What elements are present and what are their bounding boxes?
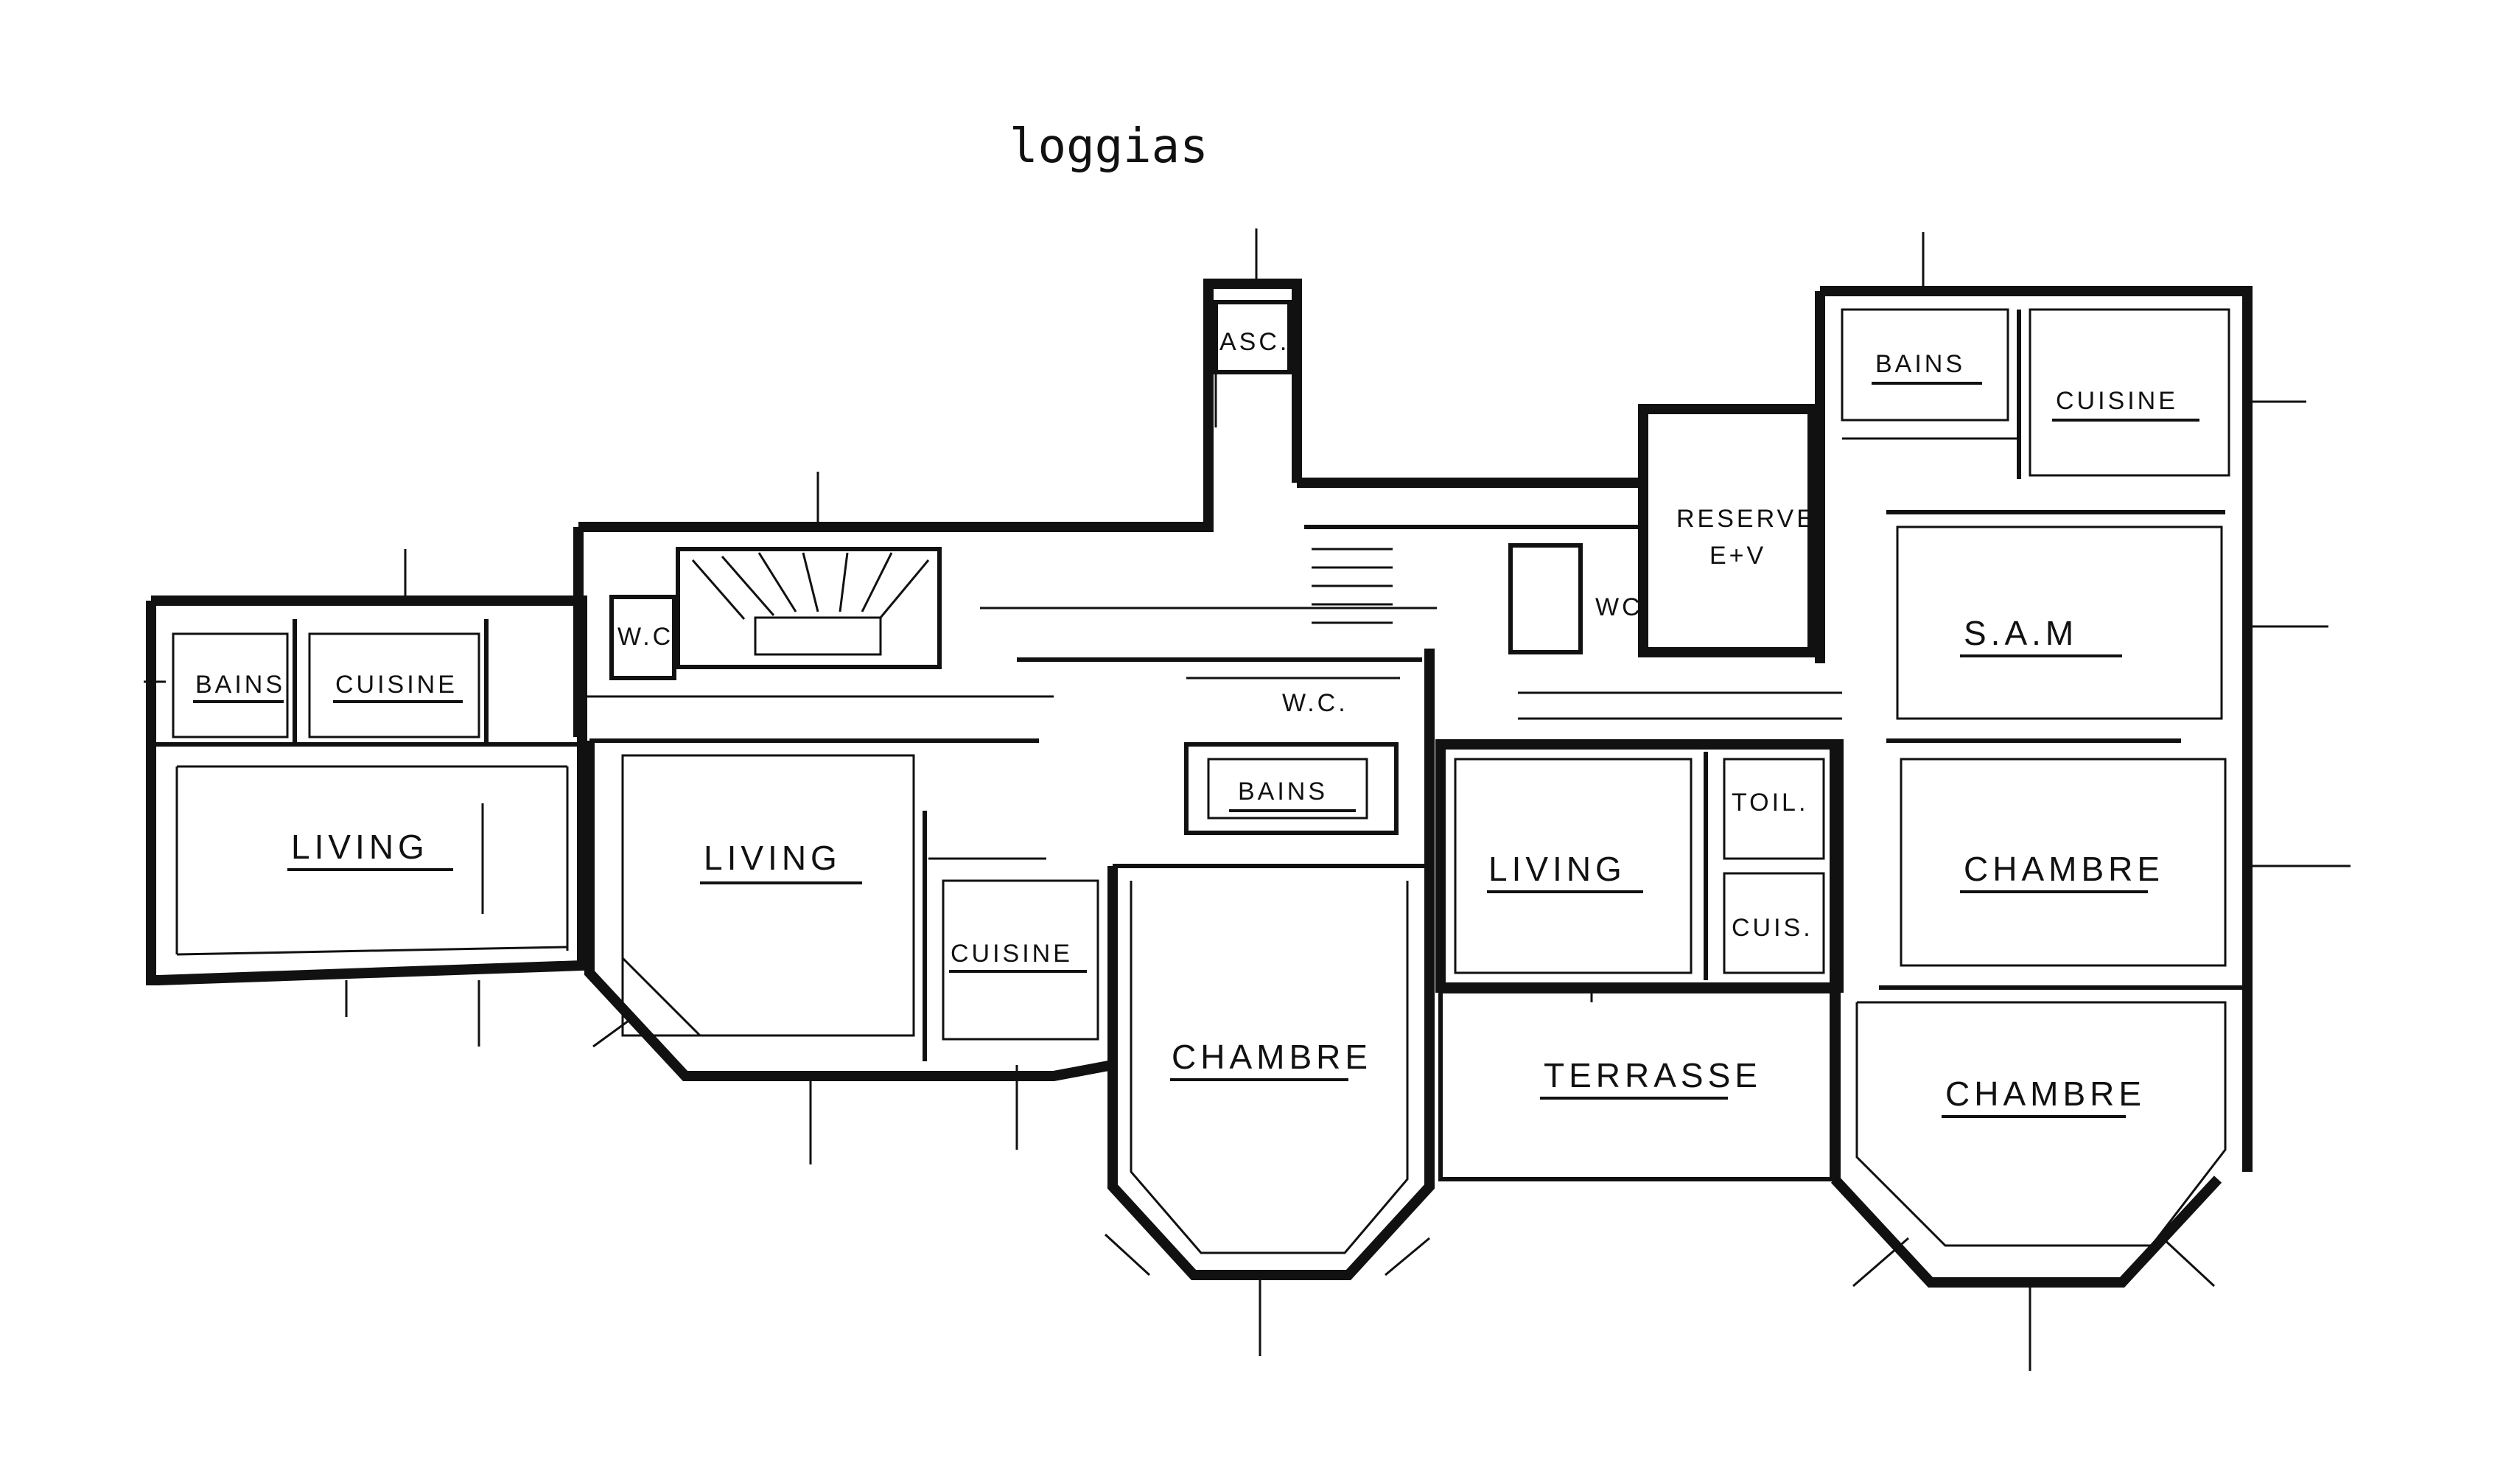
room-label-chambre-right-1: CHAMBRE xyxy=(1964,850,2164,888)
room-label-terrasse: TERRASSE xyxy=(1544,1056,1762,1094)
room-label-cuis: CUIS. xyxy=(1732,914,1813,942)
room-label-wc-hall: W.C. xyxy=(1282,689,1348,717)
room-label-wc-right: WC xyxy=(1595,593,1643,621)
room-label-bains-right: BAINS xyxy=(1875,350,1965,378)
room-label-living-left: LIVING xyxy=(291,828,429,866)
room-label-living-center: LIVING xyxy=(704,839,841,877)
room-label-cuisine-right: CUISINE xyxy=(2056,387,2178,415)
stair-core xyxy=(573,228,1643,737)
center-apartment xyxy=(481,649,1435,1356)
room-label-bains-center: BAINS xyxy=(1238,778,1328,806)
plan-title: loggias xyxy=(1009,119,1208,174)
room-label-chambre-center: CHAMBRE xyxy=(1172,1038,1372,1076)
room-label-sam: S.A.M xyxy=(1964,614,2078,652)
room-label-wc-stair: W.C xyxy=(617,623,673,651)
room-label-cuisine-left: CUISINE xyxy=(335,671,458,699)
room-label-asc: ASC. xyxy=(1219,328,1289,356)
right-apartment xyxy=(1815,232,2351,1371)
room-label-reserve: RESERVE xyxy=(1676,505,1816,533)
room-label-toil: TOIL. xyxy=(1732,789,1808,817)
left-wing xyxy=(144,549,587,1047)
room-label-chambre-right-2: CHAMBRE xyxy=(1945,1075,2146,1113)
room-label-living-midright: LIVING xyxy=(1488,850,1626,888)
room-label-bains-left: BAINS xyxy=(195,671,285,699)
room-label-cuisine-center: CUISINE xyxy=(951,940,1073,968)
room-label-reserve-ev: E+V xyxy=(1709,542,1766,570)
